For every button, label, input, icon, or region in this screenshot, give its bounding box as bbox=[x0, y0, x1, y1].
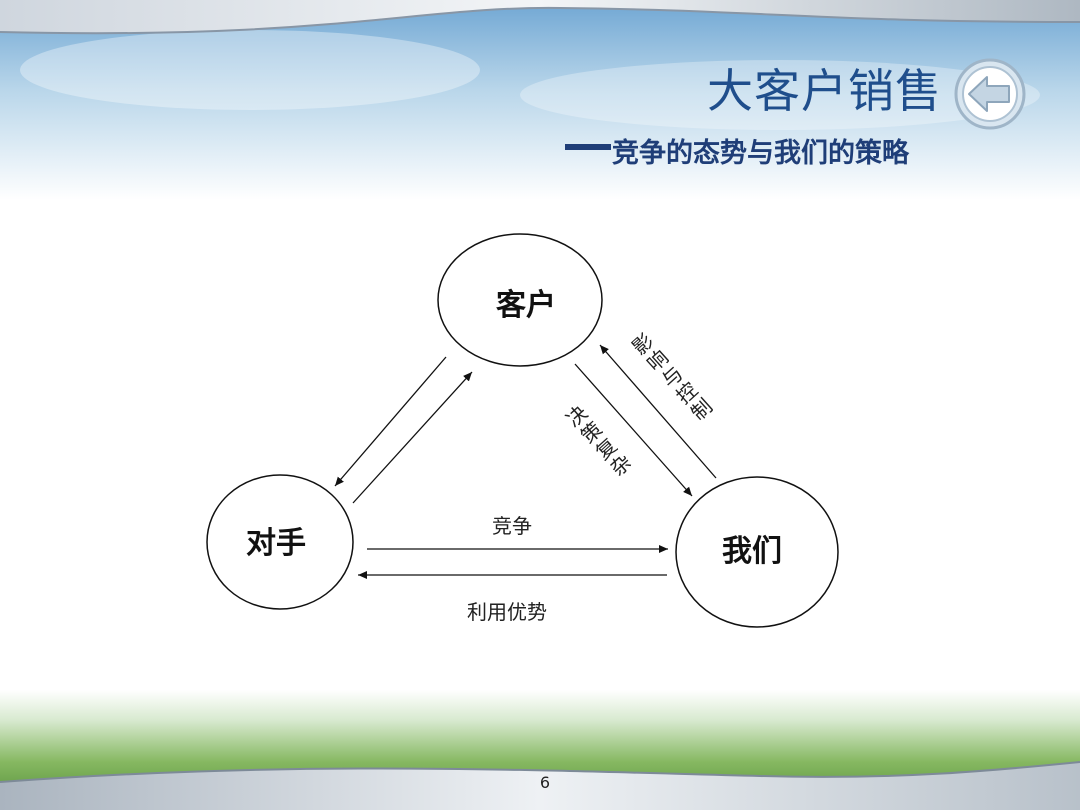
header-sky-background bbox=[0, 0, 1080, 200]
arrow-customer-to-competitor bbox=[334, 356, 447, 487]
edge-label-influence-control: 影 响 与 控 制 bbox=[627, 328, 717, 425]
edge-label-leverage-advantage: 利用优势 bbox=[467, 600, 547, 624]
node-competitor-label: 对手 bbox=[246, 526, 306, 561]
footer-grass-background bbox=[0, 690, 1080, 810]
arrow-competitor-to-customer bbox=[352, 371, 473, 504]
node-competitor bbox=[206, 474, 354, 610]
slide-subtitle: 竞争的态势与我们的策略 bbox=[612, 138, 909, 169]
arrow-left-circle-icon[interactable] bbox=[953, 57, 1027, 131]
arrow-us-to-customer bbox=[599, 344, 717, 479]
subtitle-accent-bar bbox=[565, 144, 611, 150]
node-us bbox=[675, 476, 839, 628]
page-number: 6 bbox=[539, 773, 551, 792]
node-us-label: 我们 bbox=[722, 534, 782, 569]
edge-label-complex-decision: 决 策 复 杂 bbox=[561, 400, 636, 480]
arrow-customer-to-us bbox=[574, 363, 693, 497]
slide-title: 大客户销售 bbox=[707, 64, 942, 118]
node-customer bbox=[437, 233, 603, 367]
edge-label-compete: 竞争 bbox=[492, 514, 532, 538]
node-customer-label: 客户 bbox=[496, 288, 556, 323]
